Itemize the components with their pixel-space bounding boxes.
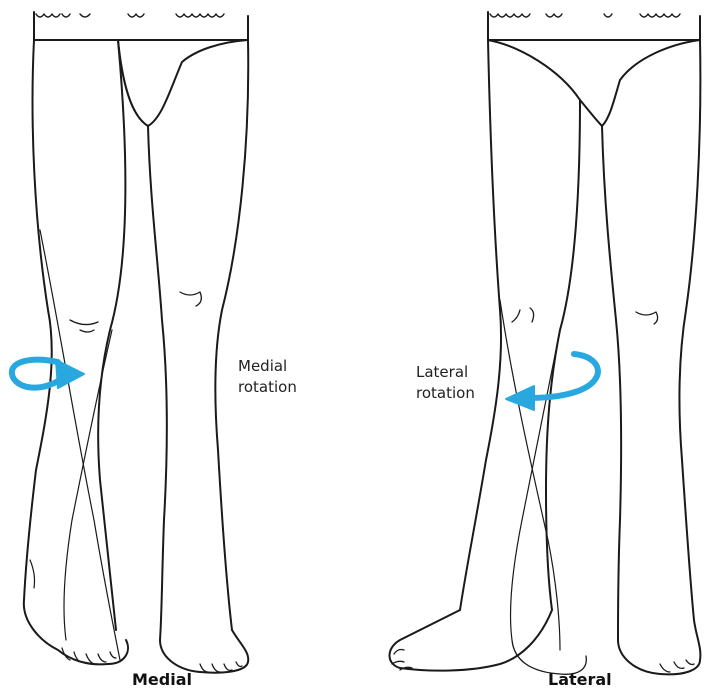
lateral-label-line1: Lateral xyxy=(416,362,475,383)
caption-medial: Medial xyxy=(132,670,192,689)
left-figure xyxy=(24,12,248,673)
medial-label-line1: Medial xyxy=(238,356,297,377)
lateral-label-line2: rotation xyxy=(416,383,475,404)
right-figure xyxy=(390,12,701,674)
caption-lateral: Lateral xyxy=(548,670,612,689)
lateral-rotation-label: Lateral rotation xyxy=(416,362,475,404)
medial-label-line2: rotation xyxy=(238,377,297,398)
medial-rotation-label: Medial rotation xyxy=(238,356,297,398)
medial-rotation-arrow-icon xyxy=(12,360,84,388)
